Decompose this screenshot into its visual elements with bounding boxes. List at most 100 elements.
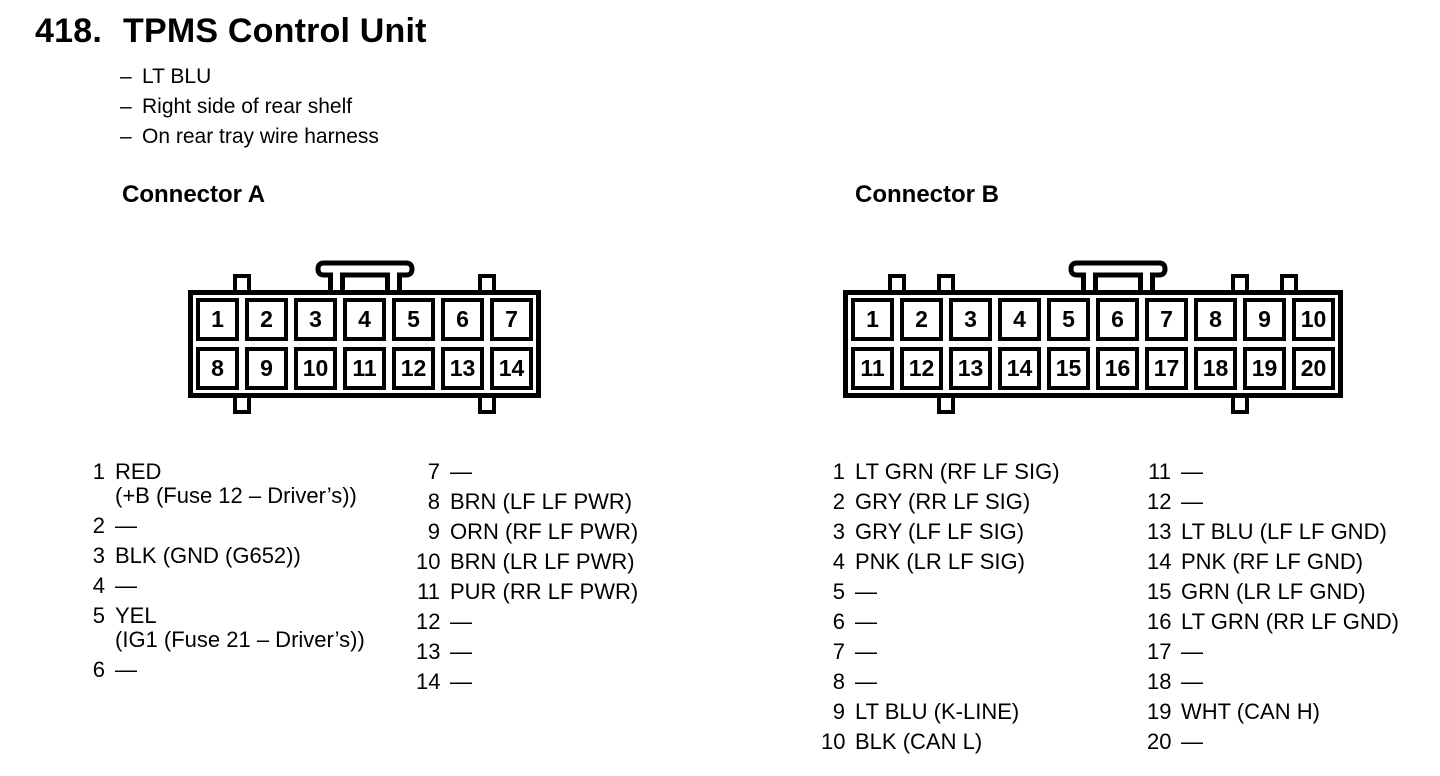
latch-tab-shape <box>314 260 415 299</box>
connector-b-pin-entry-2: 2 GRY (RR LF SIG) <box>821 490 1151 514</box>
pin-number: 6 <box>92 657 105 682</box>
pin-description: LT GRN (RF LF SIG) <box>855 460 1151 484</box>
connector-b-pin-cell-7: 7 <box>1145 298 1188 341</box>
pin-description-line: YEL <box>115 603 157 628</box>
connector-b-pin-cell-3: 3 <box>949 298 992 341</box>
pin-description-line: — <box>1181 489 1203 514</box>
pin-number: 10 <box>416 549 441 574</box>
connector-b-pin-cell-8: 8 <box>1194 298 1237 341</box>
connector-a-pin-entry-9: 9 ORN (RF LF PWR) <box>416 520 746 544</box>
pin-description: — <box>450 640 746 664</box>
pin-description: LT GRN (RR LF GND) <box>1181 610 1440 634</box>
pin-number: 10 <box>821 729 846 754</box>
connector-a-pin-entry-8: 8 BRN (LF LF PWR) <box>416 490 746 514</box>
pin-description: PNK (RF LF GND) <box>1181 550 1440 574</box>
connector-a-pin-cell-14: 14 <box>490 347 533 390</box>
connector-b-pin-cell-16: 16 <box>1096 347 1139 390</box>
connector-b-pin-entry-12: 12 — <box>1147 490 1440 514</box>
pin-description: — <box>1181 730 1440 754</box>
pin-description: BLK (GND (G652)) <box>115 544 411 568</box>
pin-description: — <box>115 658 411 682</box>
pin-number: 6 <box>832 609 845 634</box>
pin-description: PUR (RR LF PWR) <box>450 580 746 604</box>
pin-number: 7 <box>427 459 440 484</box>
connector-a-pin-cell-9: 9 <box>245 347 288 390</box>
connector-a-pin-entry-4: 4— <box>81 574 411 598</box>
pin-description-line: GRY (RR LF SIG) <box>855 489 1031 514</box>
connector-a-pin-cell-6: 6 <box>441 298 484 341</box>
pin-description-line: — <box>855 639 877 664</box>
pin-number: 7 <box>832 639 845 664</box>
pin-description: GRY (RR LF SIG) <box>855 490 1151 514</box>
connector-b-pin-cell-6: 6 <box>1096 298 1139 341</box>
pin-description: BRN (LF LF PWR) <box>450 490 746 514</box>
connector-b-pin-cell-14: 14 <box>998 347 1041 390</box>
pin-number: 13 <box>416 639 441 664</box>
connector-a-pin-entry-7: 7— <box>416 460 746 484</box>
pin-description-line: LT GRN (RF LF SIG) <box>855 459 1060 484</box>
pin-description-line: (IG1 (Fuse 21 – Driver’s)) <box>115 627 365 652</box>
pin-description: PNK (LR LF SIG) <box>855 550 1151 574</box>
connector-a-pin-entry-6: 6— <box>81 658 411 682</box>
connector-a-heading: Connector A <box>122 181 266 208</box>
pin-description: — <box>855 610 1151 634</box>
pin-number: 8 <box>427 489 440 514</box>
connector-b-pin-cell-1: 1 <box>851 298 894 341</box>
location-note-item: –On rear tray wire harness <box>120 122 379 152</box>
pin-number: 12 <box>1147 489 1172 514</box>
pin-number: 8 <box>832 669 845 694</box>
location-note-text: Right side of rear shelf <box>142 95 353 118</box>
connector-a-pin-cell-2: 2 <box>245 298 288 341</box>
connector-a-pin-entry-10: 10 BRN (LR LF PWR) <box>416 550 746 574</box>
pin-description-line: — <box>450 459 472 484</box>
connector-b-pin-cell-20: 20 <box>1292 347 1335 390</box>
connector-a-pin-cell-13: 13 <box>441 347 484 390</box>
pin-description: — <box>1181 640 1440 664</box>
pin-description-line: — <box>450 639 472 664</box>
connector-b-pin-entry-1: 1 LT GRN (RF LF SIG) <box>821 460 1151 484</box>
pin-number: 15 <box>1147 579 1172 604</box>
pin-description-line: LT BLU (LF LF GND) <box>1181 519 1387 544</box>
pin-description-line: — <box>115 573 137 598</box>
page-title: TPMS Control Unit <box>122 12 427 50</box>
pin-description: ORN (RF LF PWR) <box>450 520 746 544</box>
location-note-text: On rear tray wire harness <box>142 125 379 148</box>
connector-a-pin-cell-3: 3 <box>294 298 337 341</box>
pin-description-line: — <box>1181 729 1203 754</box>
pin-number: 2 <box>832 489 845 514</box>
pin-number: 9 <box>427 519 440 544</box>
pin-description-line: BRN (LR LF PWR) <box>450 549 635 574</box>
pin-description: BRN (LR LF PWR) <box>450 550 746 574</box>
pin-number: 1 <box>832 459 845 484</box>
connector-b-pin-entry-8: 8— <box>821 670 1151 694</box>
pin-description: RED(+B (Fuse 12 – Driver’s)) <box>115 460 411 508</box>
pin-description-line: — <box>115 657 137 682</box>
connector-b-pin-cell-12: 12 <box>900 347 943 390</box>
connector-b-pin-entry-17: 17— <box>1147 640 1440 664</box>
connector-b-pin-entry-7: 7— <box>821 640 1151 664</box>
connector-b-pin-cell-17: 17 <box>1145 347 1188 390</box>
pin-number: 18 <box>1147 669 1172 694</box>
connector-a-pin-cell-5: 5 <box>392 298 435 341</box>
section-number: 418. <box>35 12 102 50</box>
pin-description: — <box>450 460 746 484</box>
location-note-item: –Right side of rear shelf <box>120 92 379 122</box>
pin-description-line: — <box>855 669 877 694</box>
pin-number: 4 <box>92 573 105 598</box>
